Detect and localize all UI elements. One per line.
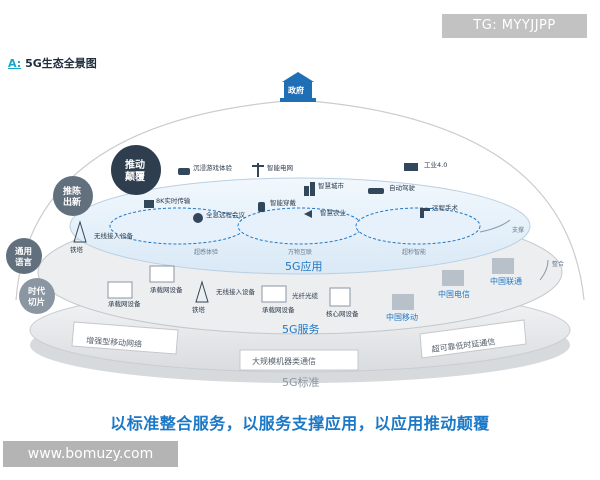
support-arrow	[479, 219, 511, 233]
app-city-label: 智慧城市	[318, 181, 345, 190]
svc-fiber-label: 光纤光缆	[292, 291, 319, 300]
operator-telecom: 中国电信	[438, 289, 470, 299]
vr-game-icon	[178, 168, 190, 175]
app-drive-label: 自动驾驶	[389, 183, 416, 192]
app-agri-label: 智慧农业	[320, 208, 347, 217]
bubble-innovate-l2: 出新	[63, 196, 81, 208]
government-label: 政府	[288, 85, 304, 95]
standard-mmtc-label: 大规模机器类通信	[252, 356, 316, 366]
standard-layer-label: 5G标准	[282, 375, 320, 389]
carrier-device-icon-3	[261, 285, 287, 303]
slogan: 以标准整合服务，以服务支撑应用，以应用推动颠覆	[110, 414, 490, 433]
bubble-disrupt-l1: 推动	[125, 158, 145, 171]
drone-icon	[304, 210, 312, 218]
app-vr-label: 沉浸游戏体验	[193, 163, 233, 172]
core-device-icon	[329, 287, 351, 307]
app-industry-label: 工业4.0	[424, 160, 447, 169]
integrate-arrow	[539, 259, 549, 281]
app-grid-label: 智能电网	[267, 163, 293, 172]
app-group-label-3: 超秒智能	[402, 248, 426, 256]
service-layer-label: 5G服务	[282, 323, 320, 336]
bubble-slicing	[19, 278, 55, 314]
car-icon	[368, 188, 384, 194]
government-icon	[280, 72, 316, 102]
svc-wireless2-label: 无线接入设备	[216, 287, 256, 296]
svc-carrier3-label: 承载网设备	[262, 305, 295, 314]
app-layer-label: 5G应用	[285, 259, 323, 273]
flow-support-label: 支撑	[512, 226, 524, 234]
operator-unicom: 中国联通	[490, 276, 522, 286]
app-surgery-label: 远程手术	[432, 203, 459, 212]
hd-video-icon	[144, 200, 154, 208]
flow-integrate-label: 整合	[552, 260, 564, 268]
svc-carrier1-label: 承载网设备	[150, 285, 183, 294]
telecom-building-icon	[442, 270, 464, 286]
bubble-innovate-l1: 推陈	[63, 185, 81, 197]
bubble-disrupt	[111, 145, 161, 195]
watch-icon	[258, 202, 265, 212]
standard-card-urllc	[419, 319, 527, 359]
svc-core-label: 核心网设备	[326, 309, 359, 318]
carrier-device-icon-2	[107, 281, 133, 299]
svc-carrier2-label: 承载网设备	[108, 299, 141, 308]
svc-tower-label: 铁塔	[70, 245, 84, 254]
standard-card-mmtc	[239, 349, 359, 371]
unicom-building-icon	[492, 258, 514, 274]
standard-embb-label: 增强型移动网络	[86, 335, 143, 349]
bubble-slicing-l1: 时代	[28, 286, 46, 297]
tower-icon	[73, 220, 87, 243]
tower-icon-2	[195, 280, 209, 303]
bubble-language-l1: 通用	[15, 246, 32, 257]
meeting-icon	[193, 213, 203, 223]
title-text: 5G生态全景图	[25, 57, 97, 70]
app-hd-label: 8K实时传输	[156, 196, 191, 205]
bubble-innovate	[53, 176, 93, 216]
app-meeting-label: 全息远程会议	[206, 210, 246, 219]
app-group-ring-3	[355, 207, 481, 245]
mobile-building-icon	[392, 294, 414, 310]
svc-wireless-label: 无线接入设备	[94, 231, 134, 240]
title-prefix: A:	[8, 57, 22, 70]
robot-arm-icon	[420, 208, 430, 218]
watermark-top: TG: MYYJJPP	[442, 14, 587, 38]
power-pole-icon	[252, 163, 264, 177]
watermark-bottom: www.bomuzy.com	[3, 441, 178, 467]
city-icon	[304, 182, 315, 196]
bubble-slicing-l2: 切片	[28, 297, 45, 308]
operator-mobile: 中国移动	[386, 312, 418, 322]
bubble-disrupt-l2: 颠覆	[125, 170, 146, 183]
app-group-label-2: 万物互联	[288, 248, 312, 256]
carrier-device-icon-1	[149, 265, 175, 283]
standard-card-embb	[71, 321, 179, 355]
app-wear-label: 智能穿戴	[270, 198, 297, 207]
svc-tower2-label: 铁塔	[192, 305, 206, 314]
app-group-label-1: 超感体验	[194, 248, 218, 256]
bubble-language	[6, 238, 42, 274]
page-title: A:5G生态全景图	[8, 55, 97, 71]
bubble-language-l2: 语言	[15, 257, 33, 268]
factory-icon	[404, 163, 418, 171]
